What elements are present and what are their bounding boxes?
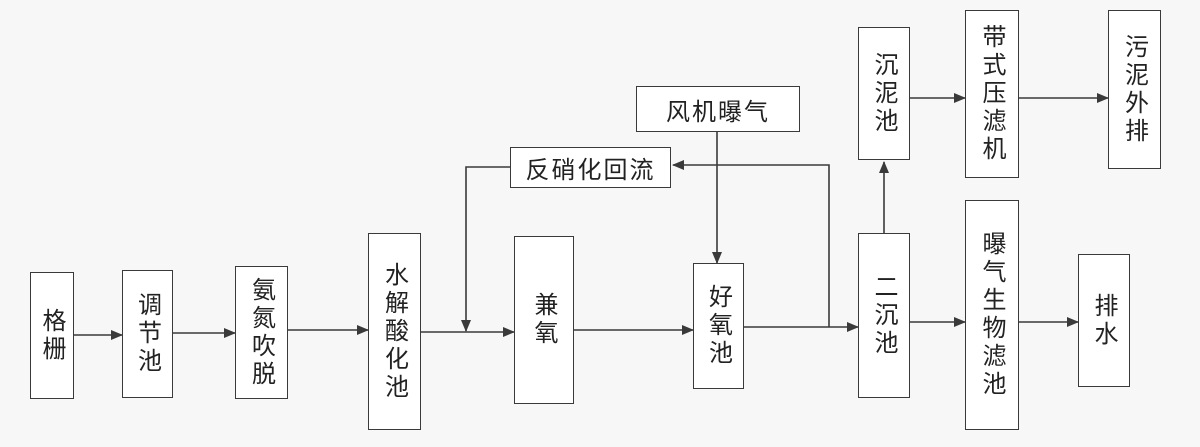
belt-filter-press-label: 带式压滤机 [978,24,1006,164]
arrow-reflux-return-to-denitrification [672,160,830,327]
secondary-clarifier-label: 二沉池 [870,273,898,358]
aerobic-tank-label: 好氧池 [704,284,733,368]
regulating-tank-box: 调节池 [122,270,173,398]
aerated-biofilter-label: 曝气生物滤池 [978,231,1006,399]
denitrification-reflux-box: 反硝化回流 [510,147,671,188]
sludge-tank-box: 沉泥池 [858,27,910,160]
sludge-disposal-label: 污泥外排 [1120,33,1149,146]
ammonia-stripping-label: 氨氮吹脱 [247,276,276,389]
belt-filter-press-box: 带式压滤机 [965,10,1019,178]
regulating-tank-label: 调节池 [133,292,162,376]
blower-aeration-label: 风机曝气 [666,97,770,126]
blower-aeration-box: 风机曝气 [636,86,800,132]
hydrolysis-acidification-label: 水解酸化池 [380,261,409,402]
aerobic-tank-box: 好氧池 [693,263,744,389]
ammonia-stripping-box: 氨氮吹脱 [235,266,288,399]
grille-box: 格栅 [30,272,74,399]
aerated-biofilter-box: 曝气生物滤池 [965,200,1019,430]
secondary-clarifier-box: 二沉池 [858,233,910,398]
discharge-box: 排水 [1078,254,1130,387]
arrow-denitrification-to-inlet [461,166,510,332]
anoxic-tank-box: 兼氧 [514,236,574,404]
hydrolysis-acidification-box: 水解酸化池 [368,233,421,430]
anoxic-tank-label: 兼氧 [530,292,558,348]
denitrification-reflux-label: 反硝化回流 [525,156,656,184]
sludge-tank-label: 沉泥池 [870,51,898,136]
grille-label: 格栅 [38,307,66,364]
discharge-label: 排水 [1090,292,1118,349]
sludge-disposal-box: 污泥外排 [1108,10,1161,169]
